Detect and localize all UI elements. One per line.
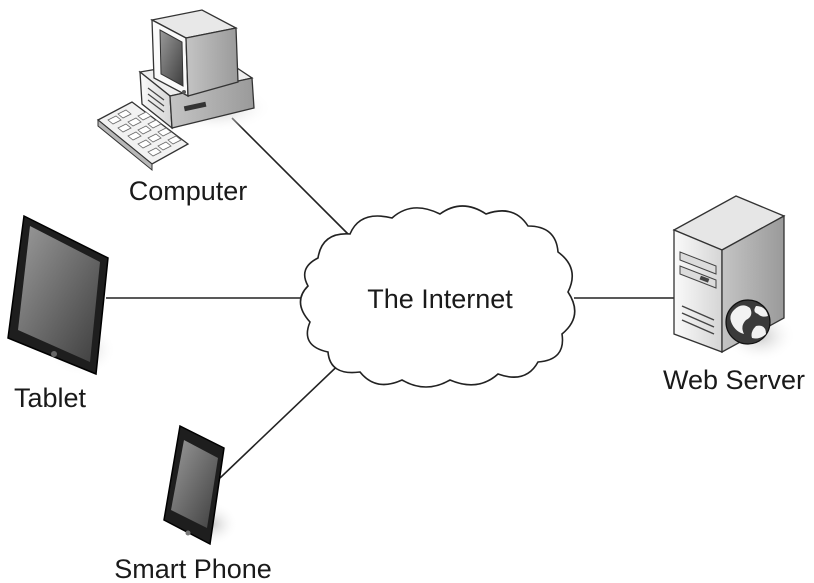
computer-icon [96, 9, 255, 172]
smartphone-icon [163, 424, 225, 546]
computer-label: Computer [129, 176, 248, 206]
globe-icon [725, 299, 771, 345]
phone-node[interactable]: Smart Phone [114, 424, 272, 583]
tablet-node[interactable]: Tablet [7, 214, 116, 413]
internet-node: The Internet [299, 205, 576, 388]
computer-node[interactable]: Computer [96, 9, 273, 206]
internet-label: The Internet [367, 284, 513, 314]
phone-label: Smart Phone [114, 554, 272, 583]
cloud-icon [299, 205, 576, 388]
tablet-icon [7, 214, 109, 376]
server-label: Web Server [663, 365, 805, 395]
edge-phone-internet [219, 353, 351, 479]
server-node[interactable]: Web Server [663, 195, 805, 395]
tablet-label: Tablet [14, 383, 87, 413]
edge-computer-internet [231, 117, 353, 239]
web-server-icon [672, 195, 786, 354]
